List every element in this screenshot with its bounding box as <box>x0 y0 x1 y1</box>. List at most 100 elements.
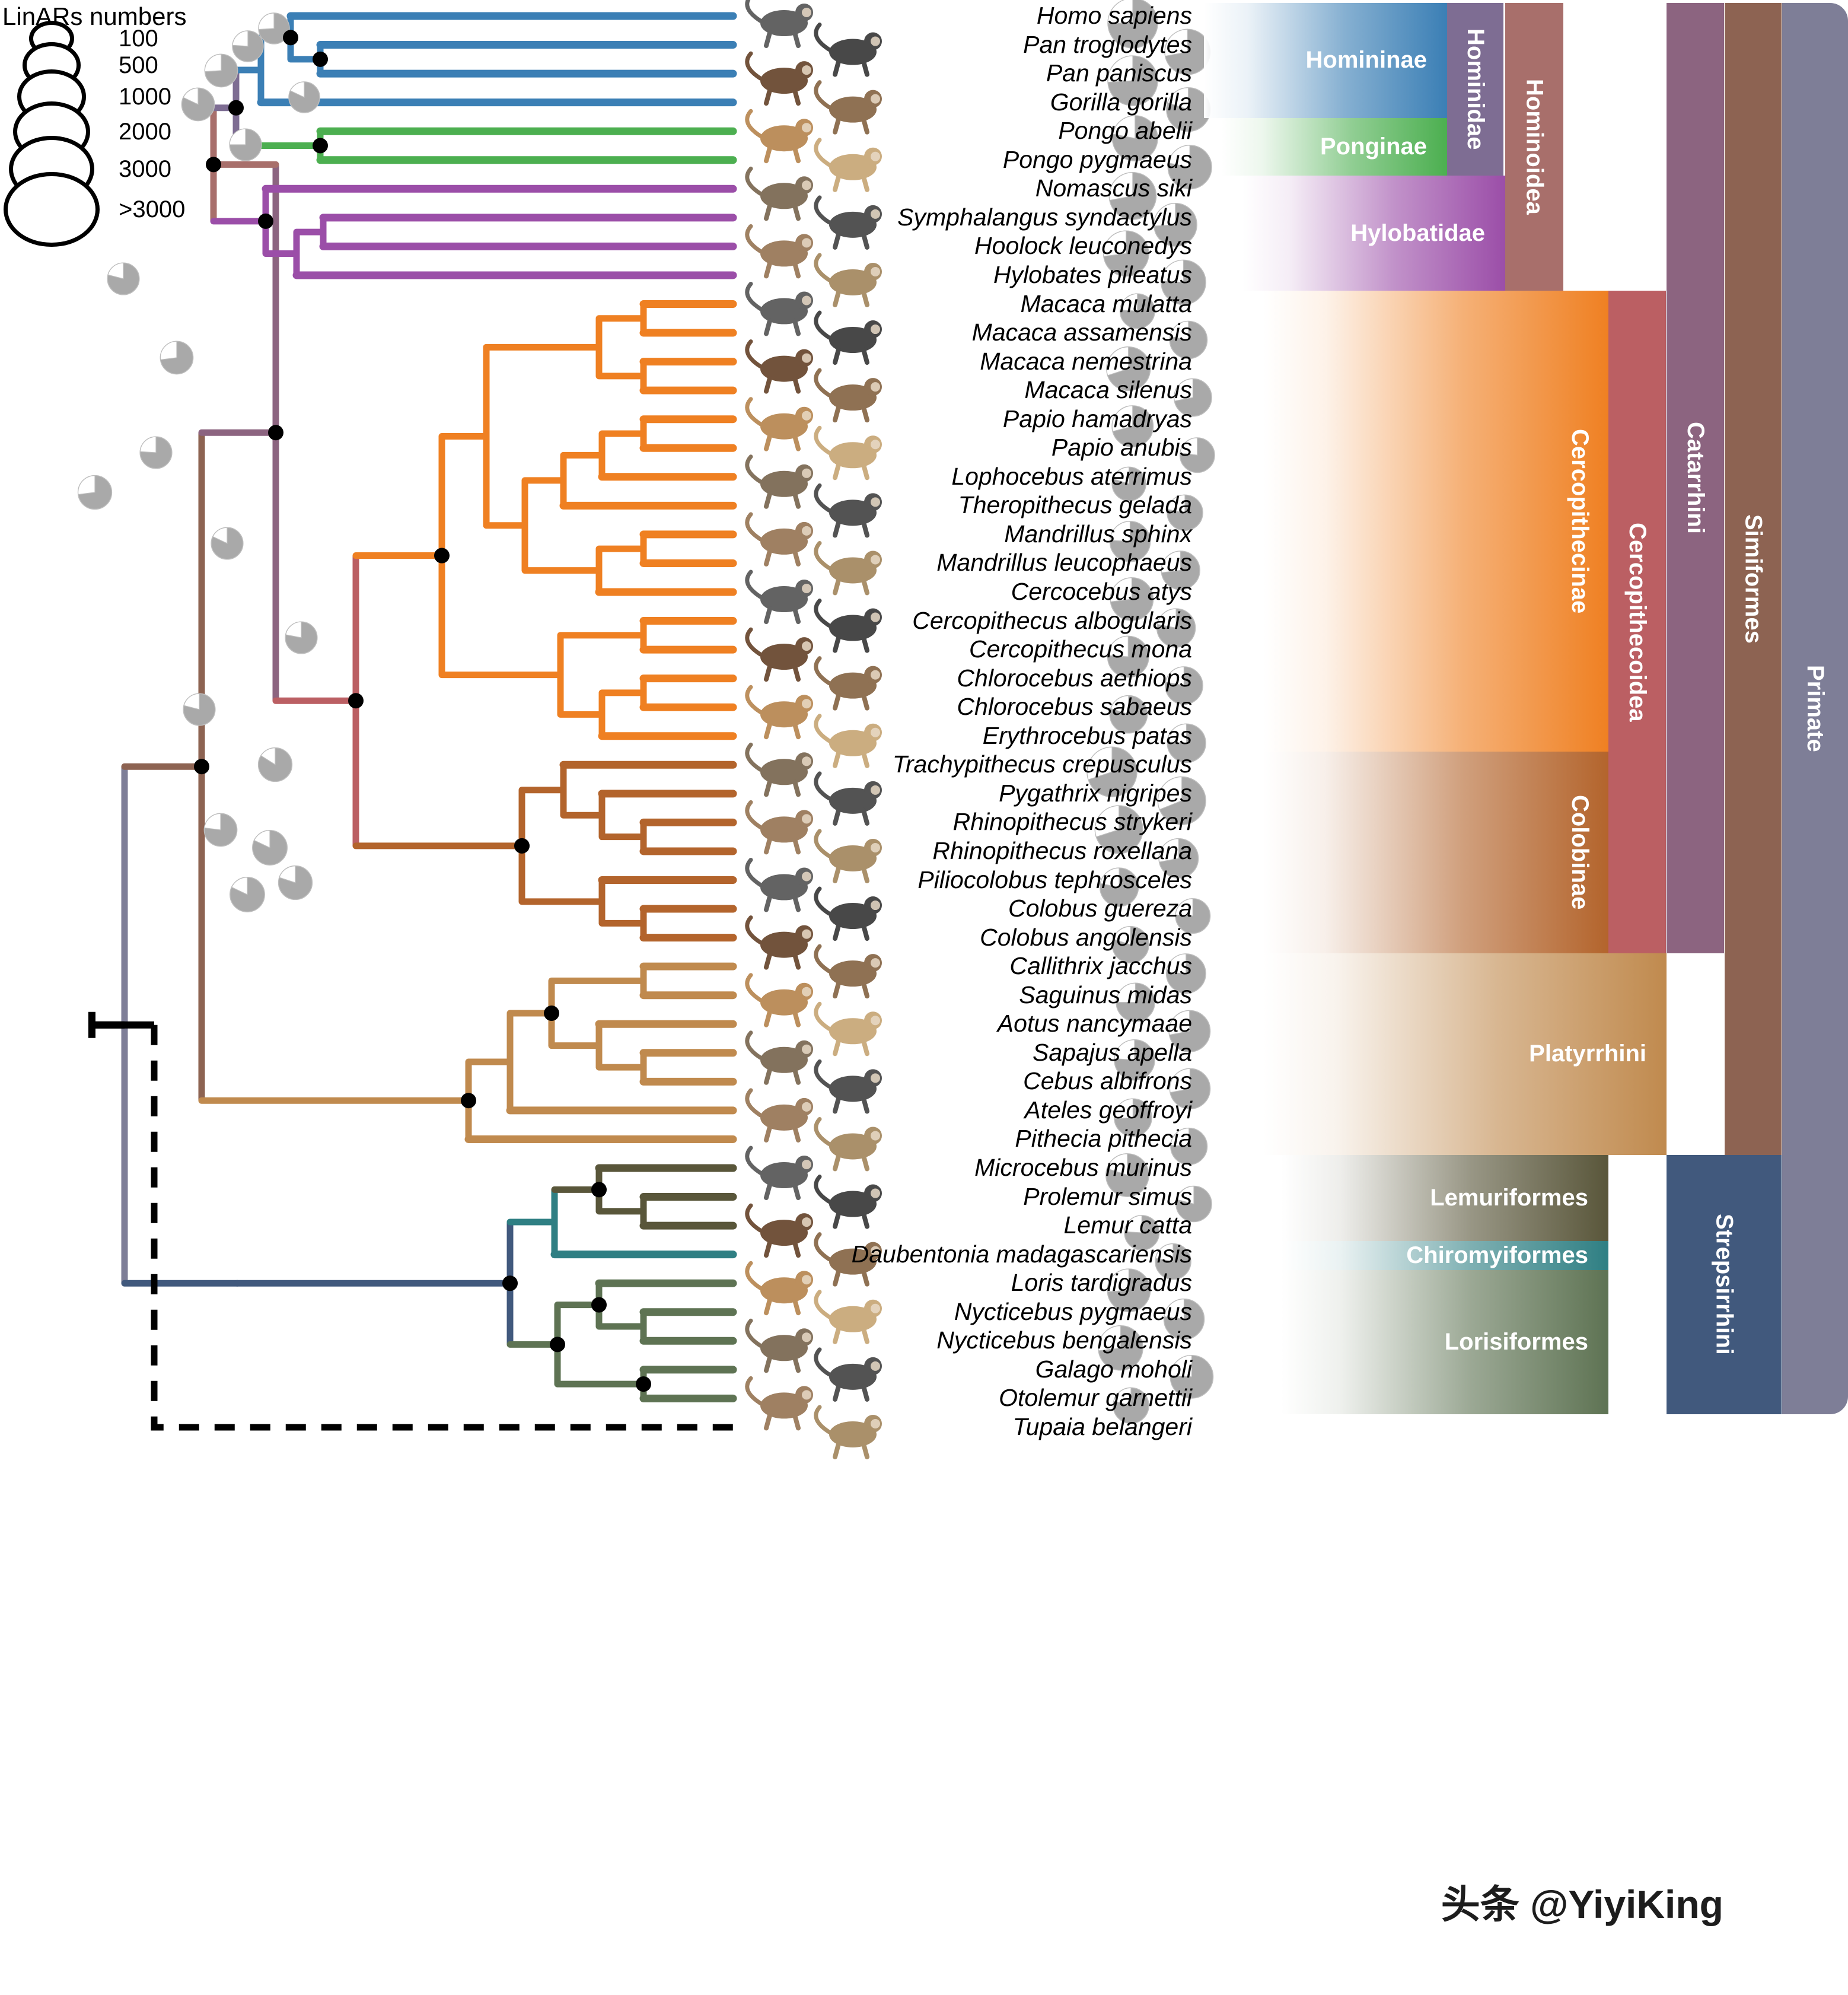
species-illustration <box>814 599 882 653</box>
tip-pie-chart <box>1170 1127 1208 1165</box>
tip-pie-chart <box>1114 1098 1152 1137</box>
taxon-column-label: Catarrhini <box>1683 422 1709 534</box>
tree-node-dot <box>502 1275 518 1291</box>
taxon-column-cercopithecoidea: Cercopithecoidea <box>1608 291 1666 953</box>
species-illustration <box>745 224 813 279</box>
species-illustration <box>814 80 882 135</box>
tree-node-dot <box>313 51 328 67</box>
taxon-column-hominoidea: Hominoidea <box>1505 2 1563 291</box>
species-label: Aotus nancymaae <box>997 1010 1192 1038</box>
species-illustration <box>745 800 813 855</box>
species-label: Callithrix jacchus <box>1009 952 1192 980</box>
legend-value-label: 500 <box>119 52 158 78</box>
tip-pie-chart <box>1161 259 1206 306</box>
species-illustration <box>745 339 813 394</box>
tip-pie-chart <box>1109 521 1151 562</box>
taxon-band-cercopithecinae: Cercopithecinae <box>1263 291 1608 752</box>
species-illustration <box>814 1059 882 1114</box>
species-label: Cercopithecus mona <box>968 635 1192 663</box>
species-label: Cercopithecus albogularis <box>912 606 1192 634</box>
tip-pie-chart <box>1099 867 1139 907</box>
species-label: Cebus albifrons <box>1023 1067 1192 1095</box>
legend-value-label: 2000 <box>119 119 171 145</box>
legend-item: 100 <box>0 18 249 59</box>
species-label: Sapajus apella <box>1033 1038 1192 1066</box>
tree-node-dot <box>283 30 298 46</box>
legend-value-label: 1000 <box>119 84 171 110</box>
species-illustration <box>814 1347 882 1402</box>
species-label: Piliocolobus tephrosceles <box>917 866 1192 893</box>
tree-node-dot <box>636 1376 651 1392</box>
taxon-column-label: Primate <box>1802 664 1828 752</box>
species-label: Pithecia pithecia <box>1015 1125 1192 1153</box>
species-illustration <box>814 771 882 826</box>
species-illustration <box>814 540 882 596</box>
species-label: Lemur catta <box>1063 1211 1193 1239</box>
species-label: Macaca assamensis <box>971 319 1192 346</box>
species-label: Saguinus midas <box>1019 981 1192 1008</box>
tip-pie-chart <box>1169 320 1208 359</box>
tree-node-dot <box>591 1182 607 1198</box>
taxon-column-strepsirrhini: Strepsirrhini <box>1667 1154 1782 1414</box>
species-label: Trachypithecus crepusculus <box>892 750 1192 778</box>
tip-pie-chart <box>1111 466 1146 501</box>
legend-title: LinARs numbers <box>2 2 187 30</box>
taxon-band-label: Colobinae <box>1567 795 1593 910</box>
taxon-band-homininae: Homininae <box>1204 2 1447 118</box>
species-illustration <box>814 368 882 423</box>
species-illustration <box>745 569 813 624</box>
taxon-column-simiformes: Simiformes <box>1725 2 1782 1155</box>
species-label: Theropithecus gelada <box>958 491 1192 519</box>
tip-pie-chart <box>1168 1010 1211 1052</box>
taxon-band-chiromyiformes: Chiromyiformes <box>1281 1241 1608 1270</box>
species-label: Macaca silenus <box>1024 376 1192 404</box>
tip-pie-chart <box>1155 1243 1191 1280</box>
tip-pie-chart <box>1107 635 1149 678</box>
tip-pie-chart <box>1111 115 1158 162</box>
taxon-column-catarrhini: Catarrhini <box>1667 2 1724 953</box>
species-label: Daubentonia madagascariensis <box>851 1240 1192 1268</box>
species-illustration <box>814 425 882 481</box>
tip-pie-chart <box>1094 805 1143 854</box>
tip-pie-chart <box>1163 1299 1205 1340</box>
tree-node-dot <box>544 1006 559 1022</box>
node-pie-chart <box>183 693 216 726</box>
tree-branches <box>88 12 737 1431</box>
species-illustration <box>745 742 813 797</box>
tip-pie-chart <box>1164 28 1211 75</box>
tip-pie-chart <box>1167 145 1212 190</box>
species-label: Pongo abelii <box>1058 117 1192 145</box>
taxon-band-colobinae: Colobinae <box>1263 752 1608 953</box>
tree-node-dot <box>228 100 244 116</box>
tip-pie-charts <box>1087 0 1215 1424</box>
node-pie-chart <box>204 53 238 88</box>
tip-pie-chart <box>1105 1153 1149 1197</box>
tree-node-dot <box>313 138 328 154</box>
tip-pie-chart <box>1103 230 1149 277</box>
node-pie-chart <box>252 830 288 866</box>
node-pie-chart <box>211 527 244 560</box>
species-illustration <box>745 858 813 912</box>
species-illustration <box>745 1030 813 1085</box>
tip-pie-chart <box>1111 926 1149 964</box>
species-label: Pan paniscus <box>1046 59 1192 87</box>
node-pie-chart <box>107 262 140 295</box>
node-pie-chart <box>230 877 265 912</box>
species-label: Rhinopithecus roxellana <box>932 836 1192 864</box>
tree-node-dot <box>461 1093 476 1109</box>
species-label: Chlorocebus sabaeus <box>957 693 1192 721</box>
tree-node-dot <box>194 759 209 775</box>
species-illustration <box>814 714 882 768</box>
species-illustration <box>745 915 813 970</box>
taxon-column-label: Hominoidea <box>1521 79 1548 215</box>
species-label: Hoolock leuconedys <box>974 232 1192 260</box>
species-illustration <box>745 1088 813 1143</box>
tip-pie-chart <box>1109 695 1148 734</box>
taxon-band-label: Lemuriformes <box>1430 1185 1588 1211</box>
tip-pie-chart <box>1119 293 1155 329</box>
species-illustration <box>814 1175 882 1229</box>
species-label: Rhinopithecus strykeri <box>952 808 1192 836</box>
tip-pie-chart <box>1114 1039 1155 1081</box>
species-illustration <box>745 1376 813 1431</box>
taxon-band-ponginae: Ponginae <box>1222 117 1447 176</box>
